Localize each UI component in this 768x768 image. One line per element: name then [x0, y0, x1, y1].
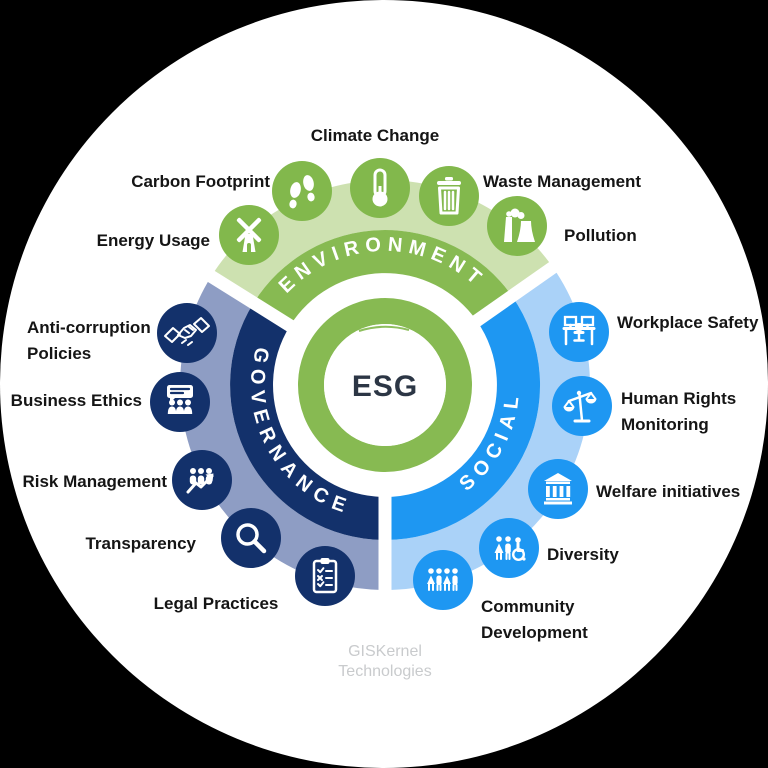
governance-inner-band	[230, 302, 385, 540]
governance-outer-band	[180, 276, 385, 590]
label-workplace-safety: Workplace Safety	[617, 313, 759, 332]
windmill-icon	[236, 217, 262, 252]
footprints-icon	[289, 175, 315, 209]
inclusion-icon	[494, 536, 526, 562]
carbon-icon-circle	[272, 161, 332, 221]
label-energy-usage: Energy Usage	[97, 231, 210, 250]
label-human-rights-line2: Monitoring	[621, 415, 709, 434]
label-climate-change: Climate Change	[311, 126, 439, 145]
community-icon-circle	[413, 550, 473, 610]
factory-icon	[504, 208, 535, 242]
legal-icon-circle	[295, 546, 355, 606]
label-transparency: Transparency	[85, 534, 196, 553]
pollution-icon-circle	[487, 196, 547, 256]
label-human-rights-line1: Human Rights	[621, 389, 736, 408]
center-ring	[298, 298, 472, 472]
workstation-icon	[562, 315, 596, 346]
label-waste-management: Waste Management	[483, 172, 641, 191]
label-community-line1: Community	[481, 597, 575, 616]
label-carbon-footprint: Carbon Footprint	[131, 172, 270, 191]
clipboard-icon	[312, 558, 338, 594]
scales-icon	[563, 390, 597, 423]
environment-inner-band	[253, 230, 512, 326]
watermark-line1: GISKernel	[348, 643, 422, 660]
watermark-line2: Technologies	[338, 663, 431, 680]
handshake-icon	[164, 317, 210, 346]
label-welfare-initiatives: Welfare initiatives	[596, 482, 740, 501]
anticorruption-icon-circle	[157, 303, 217, 363]
magnifier-icon	[236, 523, 267, 554]
presentation-icon	[167, 385, 193, 414]
label-diversity: Diversity	[547, 545, 619, 564]
humanrights-icon-circle	[552, 376, 612, 436]
people-group-icon	[427, 568, 458, 591]
welfare-icon-circle	[528, 459, 588, 519]
center-shine-arc	[358, 325, 410, 332]
center-esg-label: ESG	[352, 370, 418, 403]
social-inner-band	[385, 296, 541, 540]
transparency-icon-circle	[221, 508, 281, 568]
label-pollution: Pollution	[564, 226, 637, 245]
thermometer-icon	[372, 168, 388, 207]
label-legal-practices: Legal Practices	[154, 594, 279, 613]
gap-env-social	[461, 255, 566, 335]
label-community-line2: Development	[481, 623, 588, 642]
label-anti-corruption-line1: Anti-corruption	[27, 318, 151, 337]
label-business-ethics: Business Ethics	[11, 391, 142, 410]
bank-icon	[544, 473, 572, 505]
trash-can-icon	[437, 177, 461, 215]
label-risk-management: Risk Management	[22, 472, 167, 491]
gap-env-gov	[198, 264, 306, 339]
segment-gaps	[198, 255, 566, 601]
label-anti-corruption-line2: Policies	[27, 344, 91, 363]
center-circle	[324, 324, 446, 446]
people-growth-icon	[186, 468, 214, 494]
